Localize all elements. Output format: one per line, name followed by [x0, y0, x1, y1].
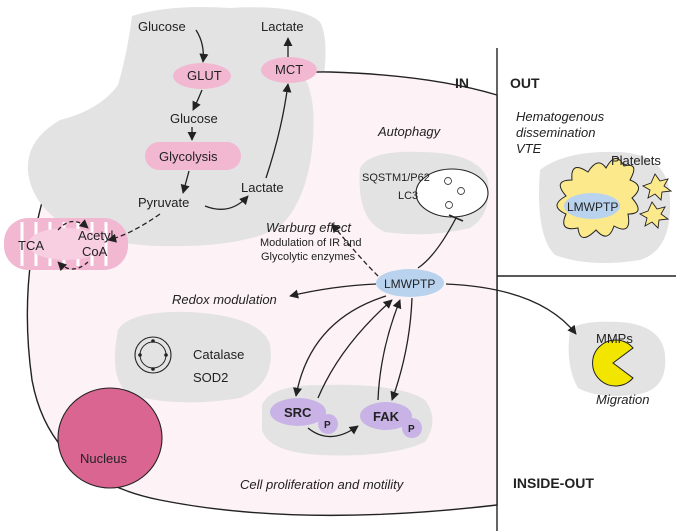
dissemination-label: dissemination: [516, 125, 596, 140]
fak-node: [360, 402, 412, 430]
region-out-label: OUT: [510, 75, 540, 91]
glut-label: GLUT: [187, 68, 222, 83]
nucleus-label: Nucleus: [80, 451, 127, 466]
warburg-line-1: Modulation of IR and: [260, 237, 362, 249]
region-in-label: IN: [455, 75, 469, 91]
arrow-lmwptp-autophagy: [417, 217, 457, 269]
redox-region: [114, 311, 271, 403]
peroxisome-icon: [134, 336, 172, 374]
src-label: SRC: [284, 405, 312, 420]
arrows: [57, 29, 577, 438]
catalase-label: Catalase: [193, 347, 244, 362]
src-phospho-label: P: [324, 420, 331, 431]
hematogenous-label: Hematogenous: [516, 109, 605, 124]
glycolysis-label: Glycolysis: [159, 149, 218, 164]
arrow-lmwptp-fak: [390, 297, 413, 401]
lactate-out-label: Lactate: [261, 19, 304, 34]
mct-label: MCT: [275, 62, 303, 77]
arrow-src-fak: [307, 425, 359, 438]
sod2-label: SOD2: [193, 370, 228, 385]
arrow-glucose-glut: [195, 29, 209, 63]
arrow-glut-glucose: [192, 89, 203, 111]
autophagy-title: Autophagy: [377, 124, 442, 139]
fak-label: FAK: [373, 409, 400, 424]
glucose-in-label: Glucose: [170, 111, 218, 126]
arrow-lmwptp-src: [293, 295, 387, 397]
warburg-title: Warburg effect: [266, 220, 352, 235]
acetyl-label: Acetyl: [78, 228, 114, 243]
glycolysis-box: [145, 142, 241, 170]
sqstm1-label: SQSTM1/P62: [362, 172, 430, 184]
migration-label: Migration: [596, 392, 649, 407]
arrow-tca-cycle-bottom: [57, 261, 89, 272]
redox-title: Redox modulation: [172, 292, 277, 307]
arrow-glycolysis-pyruvate: [180, 170, 190, 194]
mmps-label: MMPs: [596, 331, 633, 346]
region-inside-out-label: INSIDE-OUT: [513, 475, 594, 491]
arrow-src-lmwptp: [317, 299, 393, 399]
tca-label: TCA: [18, 238, 44, 253]
arrow-tca-cycle-top: [57, 219, 89, 231]
lmwptp-node: [376, 269, 444, 297]
src-node: [270, 398, 326, 426]
signaling-caption: Cell proliferation and motility: [240, 477, 405, 492]
nucleus: [57, 387, 163, 489]
arrow-lactate-mct: [265, 83, 292, 179]
platelet-small-icon-2: [638, 201, 670, 229]
platelet-small-icon-1: [641, 173, 673, 201]
src-phospho: [318, 414, 338, 434]
autophagosome-icon: [415, 168, 489, 218]
mitochondrion: [4, 218, 128, 270]
arrow-pyruvate-lactate: [204, 195, 249, 210]
platelet-icon: [556, 158, 639, 238]
arrow-fak-lmwptp: [377, 299, 402, 401]
platelet-lmwptp-label: LMWPTP: [567, 200, 618, 214]
vte-label: VTE: [516, 141, 542, 156]
arrow-lmwptp-redox: [289, 283, 377, 299]
warburg-line-2: Glycolytic enzymes: [261, 251, 356, 263]
inhibit-bar-autophagy: [448, 214, 464, 222]
arrow-pyruvate-tca: [107, 213, 161, 243]
platelets-label: Platelets: [611, 153, 661, 168]
pyruvate-label: Pyruvate: [138, 195, 189, 210]
glut-transporter: [173, 63, 231, 89]
mct-transporter: [261, 57, 317, 83]
glucose-out-label: Glucose: [138, 19, 186, 34]
fak-phospho-label: P: [408, 424, 415, 435]
lactate-in-label: Lactate: [241, 180, 284, 195]
coa-label: CoA: [82, 244, 108, 259]
lc3-label: LC3: [398, 190, 418, 202]
lmwptp-label: LMWPTP: [384, 277, 435, 291]
arrow-lmwptp-mmp: [445, 283, 577, 335]
fak-phospho: [402, 418, 422, 438]
mmp-icon: [592, 339, 634, 387]
